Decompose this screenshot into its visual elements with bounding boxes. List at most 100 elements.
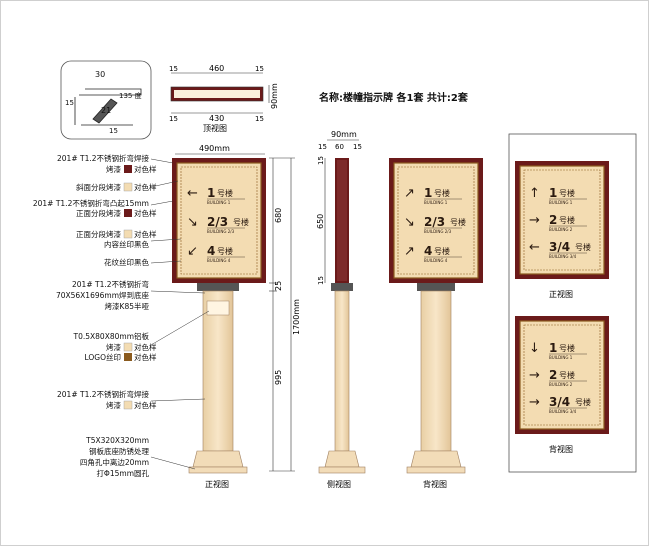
side-dim-h15b: 15 [317,276,325,285]
swatch-maroon-2 [124,209,132,217]
floor-arrow-icon: ↗ [404,244,415,259]
annot-a3b: 对色样 [134,182,157,192]
front-vertical-dims [269,157,295,472]
top-dim-15c: 15 [169,115,178,123]
top-view-caption: 顶视图 [203,123,227,133]
floor-cn-label: 号楼 [233,217,249,227]
annot-a20: 打Φ15mm圆孔 [96,468,149,478]
swatch-maroon-1 [124,165,132,173]
floor-arrow-icon: → [529,368,540,383]
floor-en-label: BUILDING 1 [207,200,231,205]
side-dim-60: 60 [335,143,344,151]
floor-number: 2/3 [424,215,445,229]
top-dim-90: 90mm [270,83,279,109]
drawing-title: 名称:楼幢指示牌 各1套 共计:2套 [319,91,469,104]
floor-cn-label: 号楼 [575,242,591,252]
annot-a16: 烤漆 [106,400,121,410]
floor-row: ↘ 2/3 号楼 BUILDING 2/3 [187,215,249,234]
right-back-panel [515,316,609,434]
annot-a17: T5X320X320mm [85,436,149,445]
swatch-brown [124,353,132,361]
floor-en-label: BUILDING 3/4 [549,254,577,259]
floor-cn-label: 号楼 [559,343,575,353]
floor-number: 3/4 [549,395,570,409]
side-caption: 侧视图 [327,479,351,489]
swatch-beige-1 [123,182,133,192]
annot-a3: 斜面分段烤漆 [76,182,121,192]
top-dim-430: 430 [209,114,224,123]
annot-a10: 70X56X1696mm焊到底座 [56,290,150,300]
annot-a19: 四角孔中离边20mm [80,457,149,467]
floor-cn-label: 号楼 [559,188,575,198]
floor-number: 4 [424,244,432,258]
dim-995: 995 [274,370,283,385]
floor-arrow-icon: ↑ [529,186,540,201]
annot-a9: 201# T1.2不锈钢折弯 [72,279,149,289]
floor-en-label: BUILDING 1 [549,200,573,205]
annot-a16b: 对色样 [134,400,157,410]
dim-21: 21 [101,106,111,115]
right-back-caption: 背视图 [549,444,573,454]
top-view [170,72,270,114]
floor-en-label: BUILDING 4 [424,258,448,263]
annot-a13: 烤漆 [106,342,121,352]
top-dim-15a: 15 [169,65,178,73]
annot-a7: 内容丝印黑色 [104,239,149,249]
dim-135: 135 度 [119,91,142,100]
front-caption: 正视图 [205,479,229,489]
annot-a13b: 对色样 [134,342,157,352]
annot-a6b: 对色样 [134,229,157,239]
annot-a2: 烤漆 [106,164,121,174]
dim-1700: 1700mm [292,299,301,335]
floor-arrow-icon: ← [187,186,198,201]
floor-cn-label: 号楼 [450,217,466,227]
side-dim-h650: 650 [316,214,325,229]
top-dim-15b: 15 [255,65,264,73]
side-view [318,158,366,474]
floor-cn-label: 号楼 [434,188,450,198]
floor-en-label: BUILDING 2 [549,227,573,232]
swatch-beige-3 [123,342,133,352]
side-dim-h15a: 15 [317,156,325,165]
leader-lines [150,158,210,470]
annot-a1: 201# T1.2不锈钢折弯焊接 [57,153,149,163]
floor-en-label: BUILDING 3/4 [549,409,577,414]
back-sign-panel [389,158,483,283]
right-front-panel [515,161,609,279]
annot-a2b: 对色样 [134,164,157,174]
swatch-beige-2 [123,229,133,239]
floor-number: 2 [549,213,557,227]
floor-arrow-icon: ↙ [187,244,198,259]
floor-en-label: BUILDING 2/3 [207,229,235,234]
dim-25: 25 [274,281,283,291]
floor-number: 1 [207,186,215,200]
annot-a6: 正面分段烤漆 [76,229,121,239]
floor-arrow-icon: ↘ [187,215,198,230]
floor-en-label: BUILDING 4 [207,258,231,263]
floor-en-label: BUILDING 1 [549,355,573,360]
front-pillar [188,283,248,474]
front-width-dim: 490mm [199,144,230,153]
annot-a5: 正面分段烤漆 [76,208,121,218]
floor-number: 1 [424,186,432,200]
floor-cn-label: 号楼 [217,188,233,198]
floor-number: 2 [549,368,557,382]
floor-number: 2/3 [207,215,228,229]
annot-a12: T0.5X80X80mm铝板 [73,331,150,341]
floor-en-label: BUILDING 2 [549,382,573,387]
dim-30: 30 [95,70,105,79]
right-views-box [508,133,637,473]
floor-arrow-icon: ← [529,240,540,255]
floor-number: 4 [207,244,215,258]
dim-15-bottom: 15 [109,127,118,135]
back-pillar [406,283,466,474]
